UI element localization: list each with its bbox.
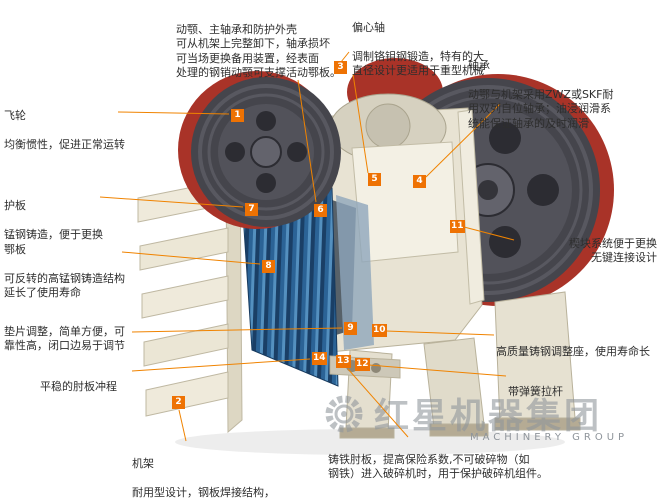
part-marker-10: 10	[372, 324, 387, 337]
annotation-moving-jaw: 动颚、主轴承和防护外壳 可从机架上完整卸下，轴承损坏 可当场更换备用装置，经表面…	[176, 8, 361, 95]
part-marker-9: 9	[344, 322, 357, 335]
part-marker-7: 7	[245, 203, 258, 216]
annotation-flywheel-text: 均衡惯性，促进正常运转	[4, 137, 125, 151]
annotation-bearing-title: 轴承	[468, 58, 490, 72]
part-marker-5: 5	[368, 173, 381, 186]
annotation-frame-title: 机架	[132, 456, 154, 470]
annotation-jaw-plate-title: 鄂板	[4, 242, 26, 256]
annotation-eccentric-shaft: 偏心轴 调制铬钼钢锻造，特有的大 直径设计更适用于重型机械	[352, 6, 512, 93]
part-marker-1: 1	[231, 109, 244, 122]
part-marker-6: 6	[314, 204, 327, 217]
annotation-eccentric-shaft-text: 调制铬钼钢锻造，特有的大 直径设计更适用于重型机械	[352, 49, 484, 78]
part-marker-13: 13	[336, 355, 351, 368]
annotation-spring-rod-text: 带弹簧拉杆	[508, 384, 563, 398]
annotation-shim-adjustment: 垫片调整，简单方便，可 靠性高，闭口边易于调节	[4, 310, 144, 368]
annotation-adjusting-seat: 高质量铸钢调整座，使用寿命长	[496, 330, 658, 374]
part-marker-12: 12	[355, 358, 370, 371]
annotation-toggle-stroke-text: 平稳的肘板冲程	[40, 379, 117, 393]
annotation-guard-plate: 护板 锰钢铸造，便于更换	[4, 184, 134, 257]
part-marker-4: 4	[413, 175, 426, 188]
annotation-toggle-plate: 铸铁肘板，提高保险系数,不可破碎物（如 钢铁）进入破碎机时，用于保护破碎机组件。	[328, 438, 558, 496]
annotation-spring-rod: 带弹簧拉杆	[508, 370, 608, 414]
part-marker-14: 14	[312, 352, 327, 365]
annotation-frame-text: 耐用型设计，钢板焊接结构， Co₂保护电弧焊接，装配后 去应力处理	[132, 485, 275, 499]
annotation-flywheel: 飞轮 均衡惯性，促进正常运转	[4, 94, 144, 167]
annotation-eccentric-shaft-title: 偏心轴	[352, 20, 385, 34]
part-marker-2: 2	[172, 396, 185, 409]
annotation-bearing: 轴承 动鄂与机架采用ZWZ或SKF耐 用双列自位轴承；油浸润滑系 统能保证轴承的…	[468, 44, 658, 146]
annotation-jaw-plate-text: 可反转的高锰钢铸造结构 延长了使用寿命	[4, 271, 125, 300]
annotation-moving-jaw-text: 动颚、主轴承和防护外壳 可从机架上完整卸下，轴承损坏 可当场更换备用装置，经表面…	[176, 22, 341, 80]
moving-jaw-face	[336, 195, 374, 350]
annotation-guard-plate-title: 护板	[4, 198, 26, 212]
annotation-toggle-stroke: 平稳的肘板冲程	[40, 365, 160, 409]
annotation-frame: 机架 耐用型设计，钢板焊接结构， Co₂保护电弧焊接，装配后 去应力处理	[132, 442, 307, 500]
part-marker-11: 11	[450, 220, 465, 233]
annotation-adjusting-seat-text: 高质量铸钢调整座，使用寿命长	[496, 344, 650, 358]
gear-logo-icon	[325, 395, 363, 432]
annotation-wedge-system-text: 楔块系统便于更换 无键连接设计	[569, 236, 657, 265]
watermark-subtitle: MACHINERY GROUP	[470, 432, 629, 443]
annotation-bearing-text: 动鄂与机架采用ZWZ或SKF耐 用双列自位轴承；油浸润滑系 统能保证轴承的及时润…	[468, 87, 614, 130]
annotation-guard-plate-text: 锰钢铸造，便于更换	[4, 227, 103, 241]
annotation-wedge-system: 楔块系统便于更换 无键连接设计	[497, 222, 657, 280]
part-marker-8: 8	[262, 260, 275, 273]
watermark-brand: 红星机器集团	[374, 397, 603, 437]
part-marker-3: 3	[334, 61, 347, 74]
annotation-shim-adjustment-text: 垫片调整，简单方便，可 靠性高，闭口边易于调节	[4, 324, 125, 353]
annotation-jaw-plate: 鄂板 可反转的高锰钢铸造结构 延长了使用寿命	[4, 228, 144, 315]
annotation-flywheel-title: 飞轮	[4, 108, 26, 122]
annotation-toggle-plate-text: 铸铁肘板，提高保险系数,不可破碎物（如 钢铁）进入破碎机时，用于保护破碎机组件。	[328, 452, 548, 481]
